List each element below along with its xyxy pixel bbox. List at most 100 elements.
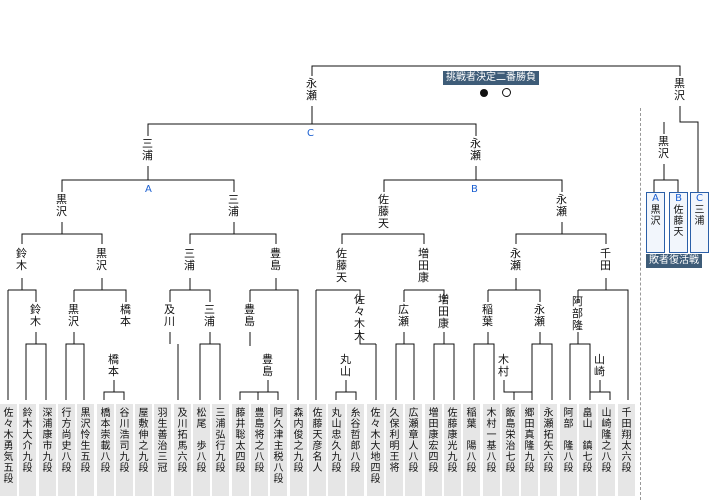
node-r1-1: 橋 本	[108, 353, 119, 378]
label-c: C	[307, 128, 314, 139]
player-column: 及 川 拓 馬 六 段	[174, 404, 191, 496]
node-r2-6: 豊 島	[244, 303, 255, 328]
player-column: 豊 島 将 之 八 段	[251, 404, 268, 496]
label-a: A	[145, 184, 152, 195]
node-c-right: 永 瀬	[470, 137, 481, 162]
player-name: 阿 久 津 主 税 八 段	[273, 408, 284, 485]
player-name: 谷 川 浩 司 九 段	[119, 408, 130, 474]
player-name: 鈴 木 大 介 九 段	[22, 408, 33, 474]
player-column: 松 尾 歩 八 段	[193, 404, 210, 496]
player-name: 屋 敷 伸 之 九 段	[138, 408, 149, 474]
player-name: 増 田 康 宏 四 段	[428, 408, 439, 474]
player-name: 木 村 一 基 八 段	[486, 408, 497, 474]
node-r2-1: 鈴 木	[30, 303, 41, 328]
revival-box-b: B 佐 藤 天	[669, 192, 688, 253]
node-r3-4: 豊 島	[270, 247, 281, 272]
player-name: 森 内 俊 之 九 段	[293, 408, 304, 474]
revival-winner: 黒 沢	[658, 135, 669, 160]
player-column: 飯 島 栄 治 七 段	[502, 404, 519, 496]
node-r2-2: 黒 沢	[68, 303, 79, 328]
revival-box-a-letter: A	[652, 193, 659, 204]
node-r3-1: 鈴 木	[16, 247, 27, 272]
player-column: 佐 藤 康 光 九 段	[444, 404, 461, 496]
player-name: 佐 々 木 大 地 四 段	[370, 408, 381, 485]
player-name: 藤 井 聡 太 四 段	[235, 408, 246, 474]
player-name: 阿 部 隆 八 段	[563, 408, 574, 474]
revival-box-b-name: 佐 藤 天	[673, 205, 684, 238]
player-column: 三 浦 弘 行 九 段	[212, 404, 229, 496]
player-name: 永 瀬 拓 矢 六 段	[543, 408, 554, 474]
player-column: 久 保 利 明 王 将	[386, 404, 403, 496]
player-name: 佐 々 木 勇 気 五 段	[3, 408, 14, 485]
player-name: 広 瀬 章 人 八 段	[408, 408, 419, 474]
player-name: 黒 沢 怜 生 五 段	[80, 408, 91, 474]
player-column: 佐 々 木 大 地 四 段	[367, 404, 384, 496]
node-r2-12: 阿 部 隆	[572, 295, 583, 332]
player-column: 郷 田 真 隆 九 段	[521, 404, 538, 496]
node-r3-6: 増 田 康	[418, 247, 429, 284]
player-name: 飯 島 栄 治 七 段	[505, 408, 516, 474]
player-name: 行 方 尚 史 八 段	[61, 408, 72, 474]
revival-box-a: A 黒 沢	[646, 192, 665, 253]
node-a-left: 黒 沢	[56, 193, 67, 218]
player-name: 及 川 拓 馬 六 段	[177, 408, 188, 474]
node-r3-8: 千 田	[600, 247, 611, 272]
player-column: 阿 部 隆 八 段	[560, 404, 577, 496]
player-column: 谷 川 浩 司 九 段	[116, 404, 133, 496]
node-r2-11: 永 瀬	[534, 303, 545, 328]
node-r2-8: 広 瀬	[398, 303, 409, 328]
player-column: 森 内 俊 之 九 段	[290, 404, 307, 496]
player-column: 藤 井 聡 太 四 段	[232, 404, 249, 496]
label-b: B	[471, 184, 478, 195]
player-column: 佐 藤 天 彦 名 人	[309, 404, 326, 496]
player-column: 羽 生 善 治 三 冠	[154, 404, 171, 496]
revival-box-a-name: 黒 沢	[650, 205, 661, 227]
revival-box-c-name: 三 浦	[694, 205, 705, 227]
player-column: 深 浦 康 市 九 段	[39, 404, 56, 496]
node-r2-4: 及 川	[164, 303, 175, 328]
player-column: 鈴 木 大 介 九 段	[19, 404, 36, 496]
player-name: 千 田 翔 太 六 段	[621, 408, 632, 474]
player-name: 豊 島 将 之 八 段	[254, 408, 265, 474]
node-r1-4: 木 村	[498, 353, 509, 378]
player-name: 佐 藤 康 光 九 段	[447, 408, 458, 474]
revival-divider	[640, 108, 641, 500]
node-r2-9: 増 田 康	[438, 293, 449, 330]
node-r2-5: 三 浦	[204, 303, 215, 328]
player-name: 羽 生 善 治 三 冠	[157, 408, 168, 474]
player-name: 橋 本 崇 載 八 段	[100, 408, 111, 474]
player-column: 糸 谷 哲 郎 八 段	[347, 404, 364, 496]
match-result-marks	[480, 88, 511, 100]
node-r1-5: 山 崎	[594, 353, 605, 378]
node-r3-5: 佐 藤 天	[336, 247, 347, 284]
player-column: 千 田 翔 太 六 段	[618, 404, 635, 496]
player-name: 畠 山 鎮 七 段	[582, 408, 593, 474]
player-column: 屋 敷 伸 之 九 段	[135, 404, 152, 496]
player-column: 広 瀬 章 人 八 段	[405, 404, 422, 496]
node-r1-3: 丸 山	[340, 353, 351, 378]
player-column: 畠 山 鎮 七 段	[579, 404, 596, 496]
player-column: 木 村 一 基 八 段	[483, 404, 500, 496]
player-column: 山 崎 隆 之 八 段	[598, 404, 615, 496]
player-name: 深 浦 康 市 九 段	[42, 408, 53, 474]
revival-box-b-letter: B	[675, 193, 682, 204]
node-r2-10: 稲 葉	[482, 303, 493, 328]
player-name: 山 崎 隆 之 八 段	[601, 408, 612, 474]
player-name: 松 尾 歩 八 段	[196, 408, 207, 474]
node-b-left: 佐 藤 天	[378, 193, 389, 230]
player-name: 丸 山 忠 久 九 段	[331, 408, 342, 474]
player-column: 佐 々 木 勇 気 五 段	[0, 404, 17, 496]
node-r2-7: 佐 々 木 大	[354, 293, 365, 342]
player-column: 行 方 尚 史 八 段	[58, 404, 75, 496]
player-name: 佐 藤 天 彦 名 人	[312, 408, 323, 474]
node-c-left: 三 浦	[142, 137, 153, 162]
title-match-tag: 挑戦者決定二番勝負	[443, 71, 539, 85]
revival-box-c-letter: C	[696, 193, 703, 204]
player-column: 増 田 康 宏 四 段	[425, 404, 442, 496]
loss-mark-icon	[502, 88, 511, 97]
player-column: 橋 本 崇 載 八 段	[97, 404, 114, 496]
player-column: 黒 沢 怜 生 五 段	[77, 404, 94, 496]
node-a-right: 三 浦	[228, 193, 239, 218]
player-name: 稲 葉 陽 八 段	[466, 408, 477, 474]
